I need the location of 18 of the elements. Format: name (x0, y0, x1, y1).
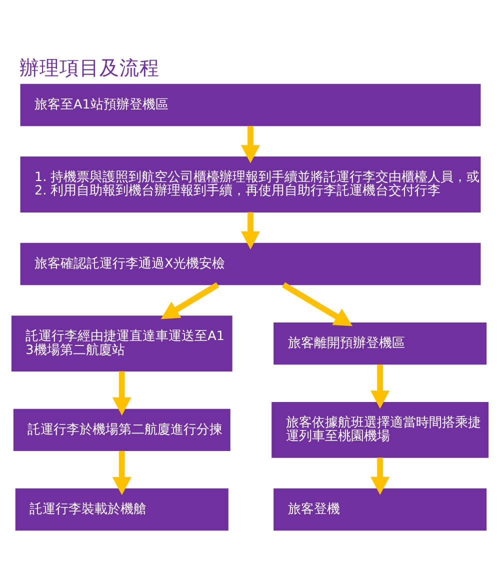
node-box: 託運行李於機場第二航廈進行分揀 (13, 408, 230, 451)
diagram-title: 辦理項目及流程 (19, 56, 160, 80)
arrow (160, 282, 220, 319)
arrow (240, 212, 260, 249)
arrow (240, 125, 260, 163)
node-box: 託運行李裝載於機艙 (15, 488, 228, 530)
node-box: 旅客確認託運行李通過X光機安檢 (20, 242, 481, 285)
node-box: 旅客依據航班選擇適當時間搭乘捷運列車至桃園機場 (272, 401, 489, 458)
node-box: 託運行李經由捷運直達車運送至A13機場第二航廈站 (11, 315, 232, 372)
node-box: 旅客離開預辦登機區 (274, 322, 487, 364)
arrow (282, 282, 353, 326)
arrow (370, 457, 390, 494)
node-box: 旅客登機 (274, 488, 487, 530)
arrow (112, 370, 132, 415)
node-box: 旅客至A1站預辦登機區 (20, 83, 481, 126)
arrow (112, 450, 132, 495)
arrow (370, 364, 390, 408)
node-box: 1. 持機票與護照到航空公司櫃檯辦理報到手續並將託運行李交由櫃檯人員，或 2. 利用自助報到機台辦理報到手續，再使用自助行李託運機台交付行李 (20, 156, 481, 212)
